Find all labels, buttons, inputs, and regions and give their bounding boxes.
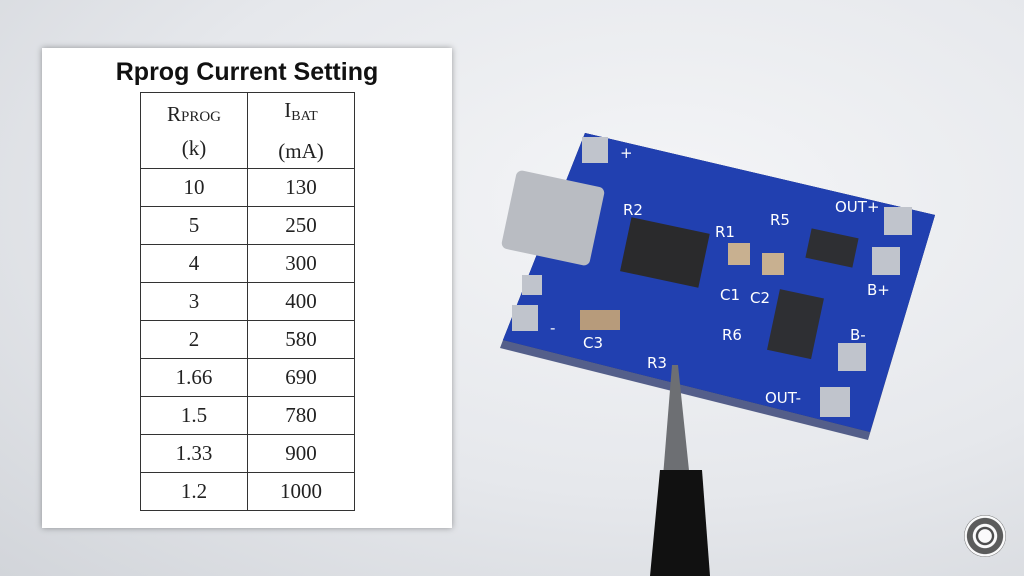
ibat-cell: 900 [247,434,355,473]
protection-ic [805,228,859,268]
ibat-cell: 1000 [247,472,355,511]
label-c1: C1 [720,286,740,304]
label-plus: + [620,144,633,162]
label-minus: - [550,319,555,337]
ibat-cell: 400 [247,282,355,321]
tweezers [650,365,710,576]
rprog-cell: 10 [140,168,248,207]
label-b-plus: B+ [867,281,890,299]
ic-chip [620,217,710,288]
rprog-cell: 1.2 [140,472,248,511]
label-r2: R2 [623,201,643,219]
ibat-cell: 780 [247,396,355,435]
rprog-cell: 1.66 [140,358,248,397]
ibat-cell: 130 [247,168,355,207]
label-r3: R3 [647,354,667,372]
rprog-cell: 1.5 [140,396,248,435]
rprog-table-panel: Rprog Current Setting Rprog(k) IBAT(mA) … [42,48,452,528]
label-out-minus: OUT- [765,389,801,407]
channel-logo [964,515,1006,557]
label-r5: R5 [770,211,790,229]
rprog-cell: 4 [140,244,248,283]
label-b-minus: B- [850,326,866,344]
ibat-cell: 250 [247,206,355,245]
label-r1: R1 [715,223,735,241]
micro-usb-port [501,170,605,266]
mosfet-chip [767,289,824,360]
ibat-cell: 300 [247,244,355,283]
rprog-cell: 5 [140,206,248,245]
ibat-cell: 580 [247,320,355,359]
table-title: Rprog Current Setting [115,58,379,86]
charger-board: + R2 R1 R5 OUT+ B+ C1 C2 R6 B- C3 R3 OUT… [500,133,935,440]
label-r6: R6 [722,326,742,344]
ibat-cell: 690 [247,358,355,397]
rprog-cell: 1.33 [140,434,248,473]
rprog-cell: 2 [140,320,248,359]
header-rprog: Rprog(k) [140,92,248,169]
capacitor-c3 [580,310,620,330]
header-ibat: IBAT(mA) [247,92,355,169]
label-out-plus: OUT+ [835,198,880,216]
rprog-cell: 3 [140,282,248,321]
label-c3: C3 [583,334,603,352]
label-c2: C2 [750,289,770,307]
